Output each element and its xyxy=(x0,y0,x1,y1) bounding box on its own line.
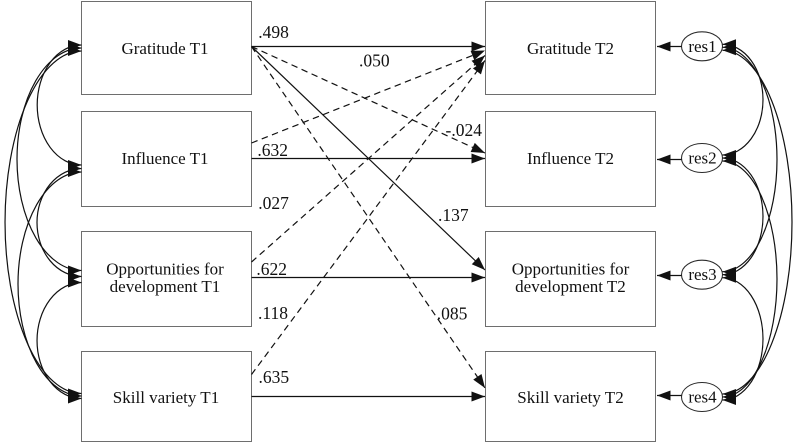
svg-text:res4: res4 xyxy=(688,388,717,407)
svg-text:.027: .027 xyxy=(258,193,289,213)
svg-text:Opportunities for: Opportunities for xyxy=(106,259,224,278)
svg-text:.622: .622 xyxy=(256,259,287,279)
svg-text:res1: res1 xyxy=(688,37,716,56)
svg-text:development T1: development T1 xyxy=(110,277,221,296)
svg-text:res3: res3 xyxy=(688,265,716,284)
svg-text:res2: res2 xyxy=(688,149,716,168)
svg-text:Skill variety T2: Skill variety T2 xyxy=(517,388,623,407)
svg-text:Influence T1: Influence T1 xyxy=(121,149,208,168)
svg-text:Skill variety T1: Skill variety T1 xyxy=(113,388,219,407)
svg-text:.137: .137 xyxy=(438,205,469,225)
svg-text:development T2: development T2 xyxy=(515,277,626,296)
svg-text:.118: .118 xyxy=(258,303,288,323)
svg-text:-.024: -.024 xyxy=(446,120,483,140)
svg-text:Gratitude T2: Gratitude T2 xyxy=(527,39,614,58)
svg-text:Opportunities for: Opportunities for xyxy=(512,259,630,278)
svg-text:.635: .635 xyxy=(259,367,290,387)
svg-text:Influence T2: Influence T2 xyxy=(527,149,614,168)
svg-text:Gratitude T1: Gratitude T1 xyxy=(121,39,208,58)
svg-text:.050: .050 xyxy=(359,51,390,71)
svg-text:.632: .632 xyxy=(257,140,288,160)
svg-text:.498: .498 xyxy=(258,22,289,42)
svg-text:.085: .085 xyxy=(437,304,468,324)
